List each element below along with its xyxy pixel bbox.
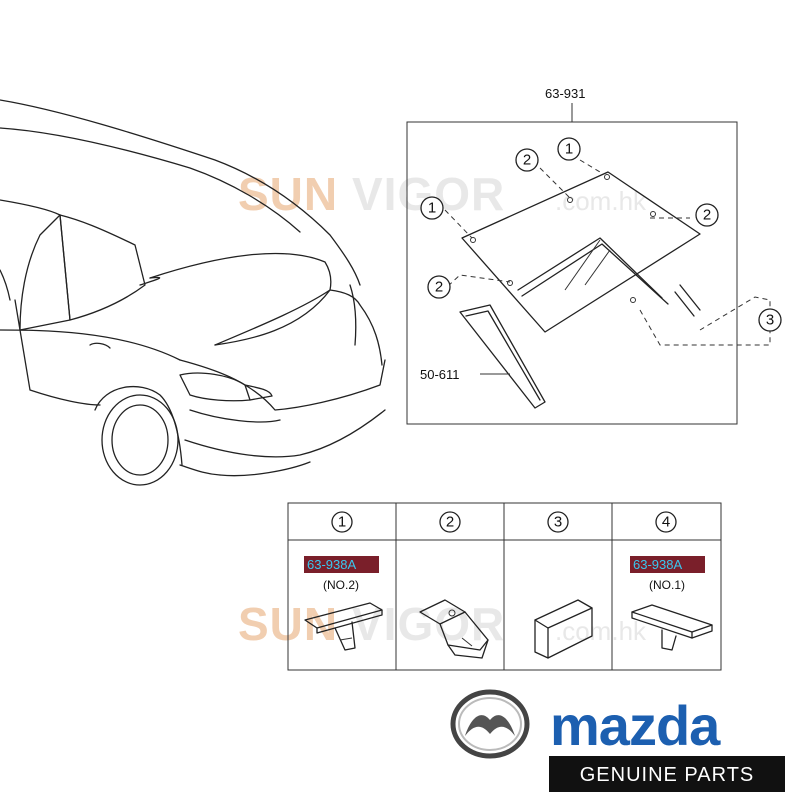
svg-text:2: 2 — [435, 279, 443, 296]
watermark-top: SUN VIGOR .com.hk — [238, 168, 647, 220]
clip-no1-drawing — [631, 604, 713, 651]
brand-tagline: GENUINE PARTS — [580, 764, 755, 786]
svg-text:4: 4 — [662, 514, 670, 531]
legend-header-3: 3 — [547, 511, 569, 533]
legend-part-1: 63-938A — [307, 557, 356, 572]
svg-text:1: 1 — [428, 200, 436, 217]
callout-1-left: 1 — [420, 196, 444, 220]
callout-1-top: 1 — [557, 137, 581, 161]
legend-sub-1: (NO.2) — [323, 578, 359, 592]
legend-table: 1 2 3 4 63-938A (NO.2) — [287, 502, 722, 671]
watermark-bottom: SUN VIGOR .com.hk — [238, 598, 647, 650]
part-highlight-4 — [630, 556, 705, 573]
detail-box: 63-931 50-611 1 — [406, 86, 782, 425]
callout-2-right: 2 — [695, 203, 719, 227]
spacer-drawing — [534, 599, 593, 659]
svg-text:2: 2 — [446, 514, 454, 531]
bracket-drawing — [419, 599, 489, 659]
legend-part-4: 63-938A — [633, 557, 682, 572]
legend-header-1: 1 — [331, 511, 353, 533]
part-number-rear-window: 63-931 — [545, 86, 585, 101]
svg-text:1: 1 — [338, 514, 346, 531]
clip-no2-drawing — [304, 602, 383, 651]
brand-name: mazda — [550, 694, 721, 757]
car-illustration — [0, 99, 386, 486]
part-highlight-1 — [304, 556, 379, 573]
callout-3: 3 — [758, 308, 782, 332]
svg-text:1: 1 — [565, 141, 573, 158]
callout-2-top: 2 — [515, 148, 539, 172]
legend-header-4: 4 — [655, 511, 677, 533]
part-number-molding: 50-611 — [420, 367, 460, 382]
watermark-sun: SUN — [238, 168, 338, 220]
mazda-wordmark: mazda — [550, 694, 722, 757]
svg-text:2: 2 — [523, 152, 531, 169]
svg-text:3: 3 — [554, 514, 562, 531]
watermark-domain: .com.hk — [555, 186, 647, 216]
genuine-parts-bar: GENUINE PARTS — [549, 756, 785, 792]
svg-text:2: 2 — [703, 207, 711, 224]
callout-2-left: 2 — [427, 275, 451, 299]
svg-text:3: 3 — [766, 312, 774, 329]
watermark-domain: .com.hk — [555, 616, 647, 646]
legend-header-2: 2 — [439, 511, 461, 533]
mazda-emblem-icon — [450, 689, 530, 759]
legend-sub-4: (NO.1) — [649, 578, 685, 592]
